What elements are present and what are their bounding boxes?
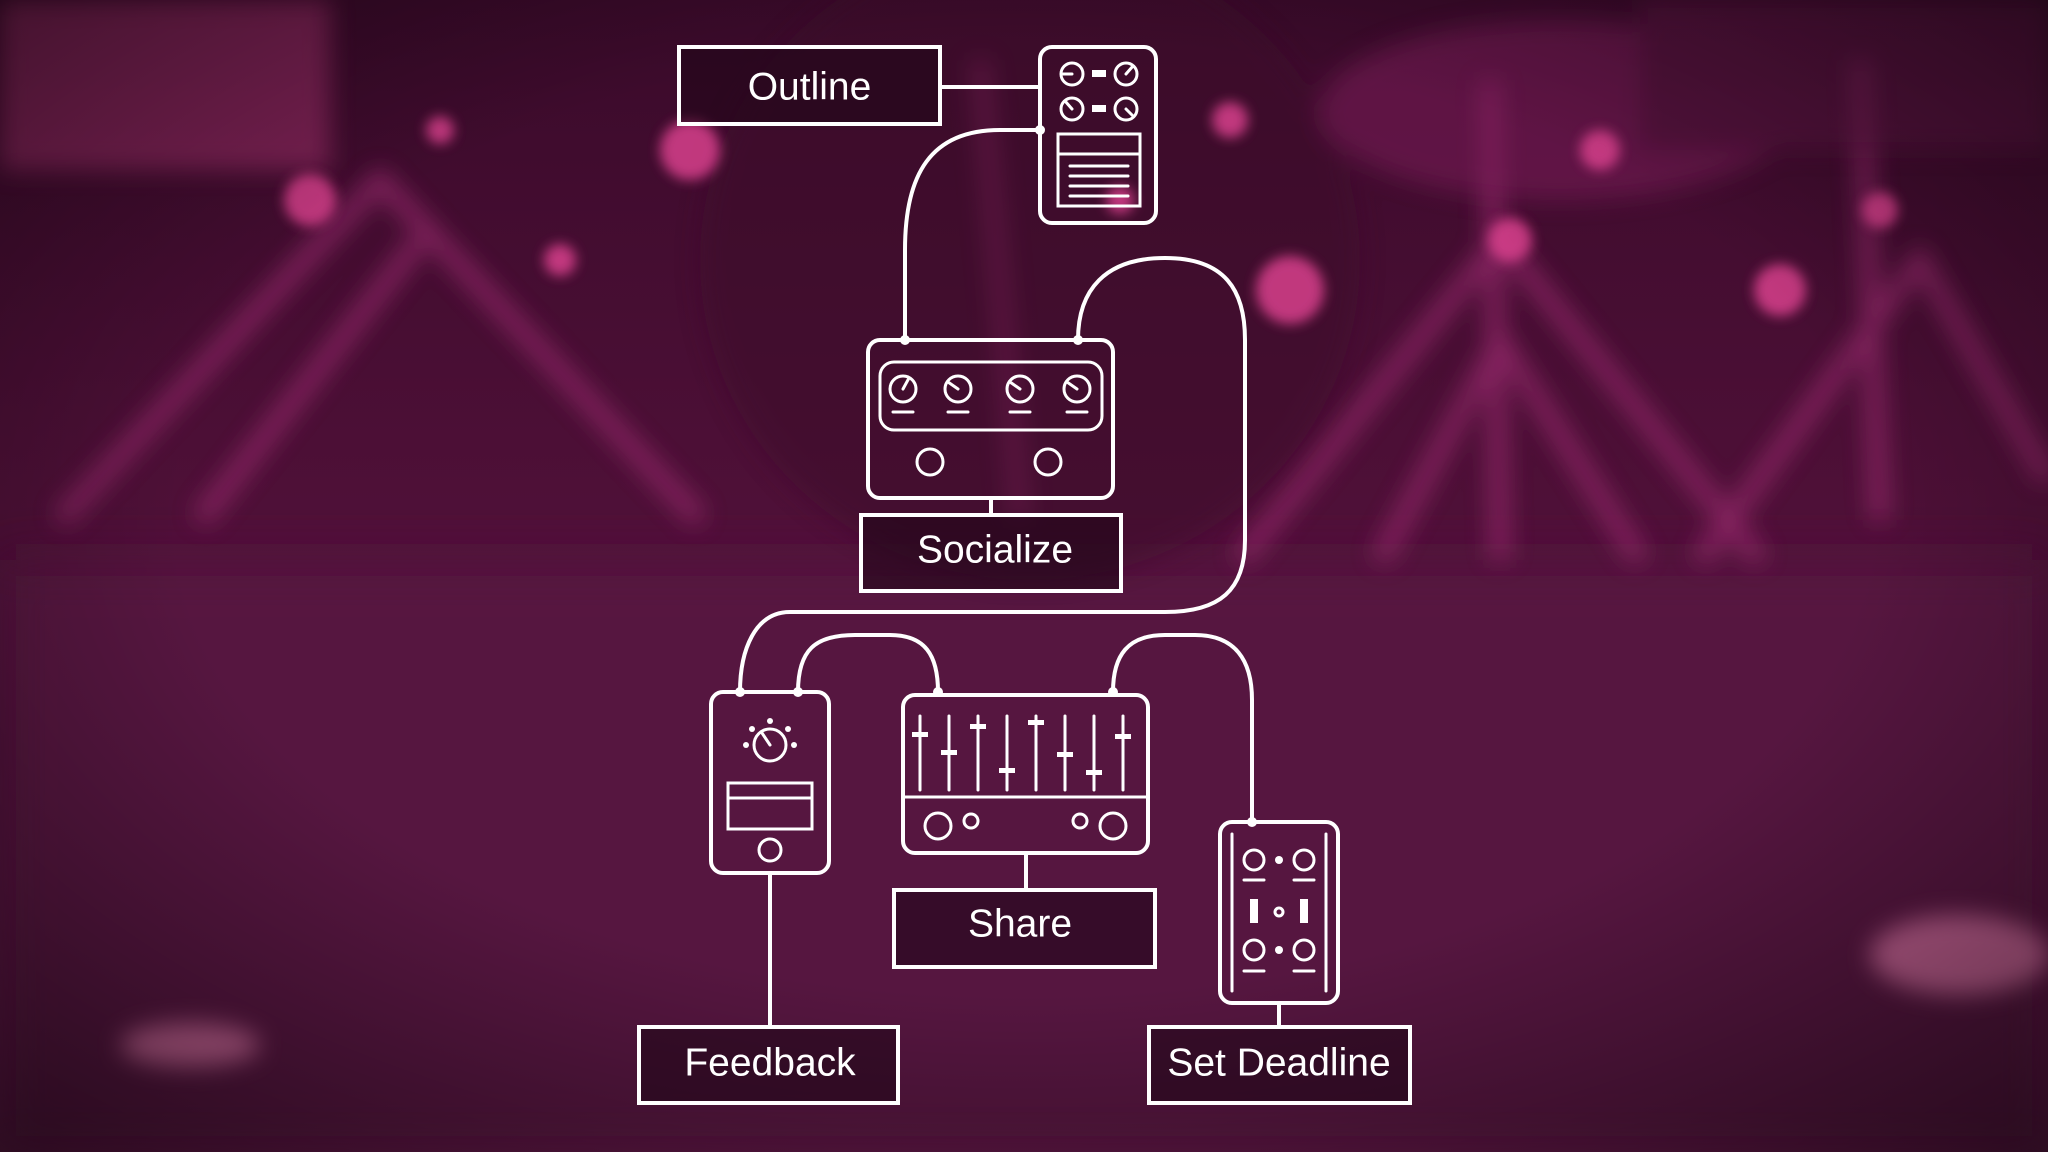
set-deadline-box: Set Deadline bbox=[1147, 1025, 1412, 1105]
share-box: Share bbox=[892, 888, 1157, 969]
cable-compressor-to-delay bbox=[903, 128, 1042, 342]
feedback-box: Feedback bbox=[637, 1025, 900, 1105]
cable-tuner-to-mixer bbox=[796, 633, 940, 694]
cable-mixer-to-switch bbox=[1111, 633, 1254, 824]
set-deadline-label: Set Deadline bbox=[1167, 1042, 1390, 1085]
switch-pedal-icon bbox=[1218, 817, 1340, 1005]
cable-delay-loop bbox=[738, 256, 1247, 694]
socialize-box: Socialize bbox=[859, 513, 1123, 593]
share-label: Share bbox=[968, 903, 1072, 946]
outline-box: Outline bbox=[677, 45, 942, 126]
socialize-label: Socialize bbox=[917, 529, 1073, 572]
feedback-label: Feedback bbox=[684, 1042, 856, 1085]
compressor-pedal-icon bbox=[1035, 45, 1158, 225]
mixer-pedal-icon bbox=[901, 687, 1150, 855]
delay-pedal-icon bbox=[866, 335, 1115, 500]
connector-cables bbox=[738, 85, 1281, 1029]
outline-label: Outline bbox=[748, 66, 872, 109]
tuner-pedal-icon bbox=[709, 687, 831, 875]
